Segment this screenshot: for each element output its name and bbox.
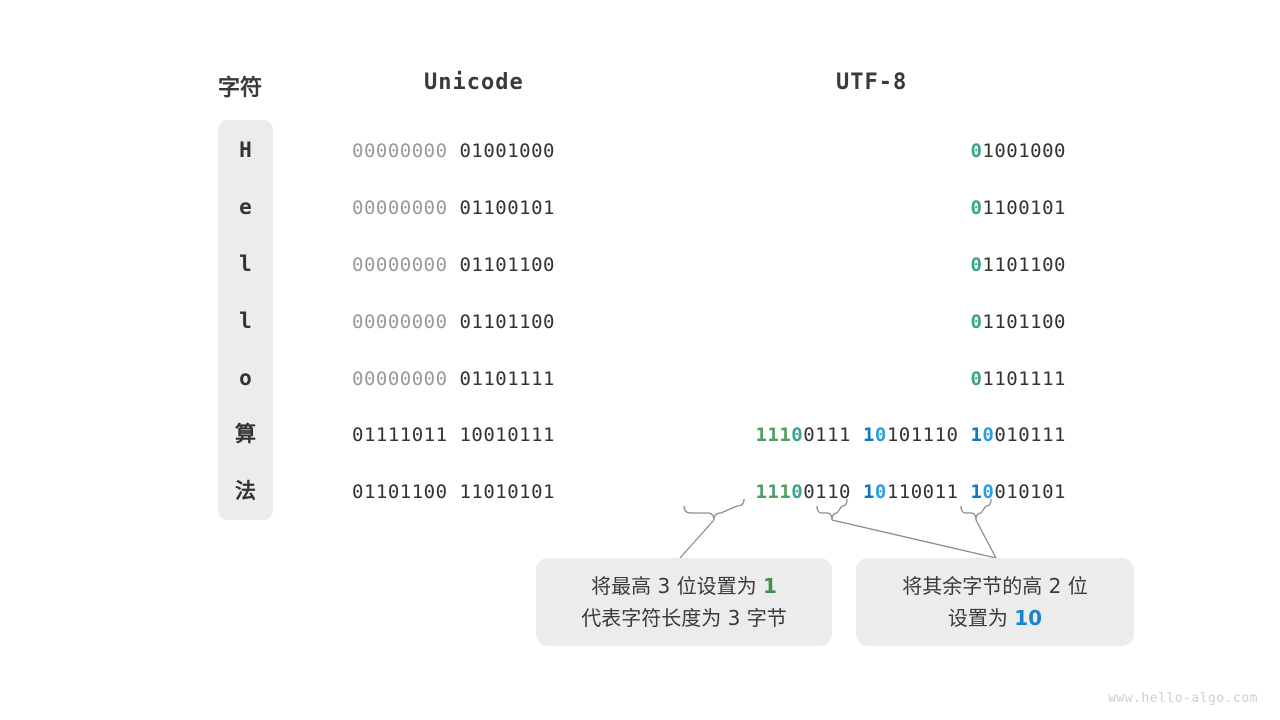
- utf8-continuation-one: 1: [862, 481, 875, 503]
- utf8-payload: 0111: [803, 424, 851, 446]
- unicode-bits: 01101100 11010101: [352, 478, 555, 506]
- unicode-low-byte: 01100101: [459, 197, 555, 219]
- utf8-leading-zero: 0: [970, 311, 983, 333]
- unicode-low-byte: 10010111: [459, 424, 555, 446]
- utf8-continuation-one: 1: [970, 481, 983, 503]
- utf8-continuation-zero: 0: [982, 424, 995, 446]
- column-header-unicode: Unicode: [424, 70, 524, 95]
- unicode-high-byte: 00000000: [352, 254, 448, 276]
- unicode-low-byte: 01101100: [459, 254, 555, 276]
- utf8-leading-zero: 0: [970, 368, 983, 390]
- unicode-high-byte: 00000000: [352, 368, 448, 390]
- utf8-bits: 01100101: [970, 194, 1066, 222]
- utf8-continuation-one: 1: [862, 424, 875, 446]
- utf8-length-terminator: 0: [791, 424, 804, 446]
- character-cell: l: [239, 309, 252, 333]
- unicode-high-byte: 00000000: [352, 197, 448, 219]
- highlight-value: 1: [762, 574, 777, 598]
- utf8-continuation-zero: 0: [874, 424, 887, 446]
- utf8-payload: 101110: [886, 424, 959, 446]
- unicode-high-byte: 00000000: [352, 140, 448, 162]
- utf8-payload: 1101100: [982, 254, 1066, 276]
- column-header-character: 字符: [218, 76, 263, 101]
- utf8-payload: 1001000: [982, 140, 1066, 162]
- utf8-bits: 01101100: [970, 308, 1066, 336]
- utf8-payload: 110011: [886, 481, 959, 503]
- utf8-length-terminator: 0: [791, 481, 804, 503]
- character-cell: 法: [235, 479, 256, 503]
- character-cell: l: [239, 252, 252, 276]
- character-column-capsule: [218, 120, 273, 520]
- utf8-continuation-zero: 0: [982, 481, 995, 503]
- unicode-low-byte: 11010101: [459, 481, 555, 503]
- callout-length-prefix: 将最高 3 位设置为 1 代表字符长度为 3 字节: [536, 558, 832, 646]
- utf8-bits: 11100111 10101110 10010111: [755, 421, 1066, 449]
- character-cell: 算: [235, 422, 256, 446]
- callout-continuation-prefix: 将其余字节的高 2 位 设置为 10: [856, 558, 1134, 646]
- utf8-bits: 01101111: [970, 365, 1066, 393]
- unicode-bits: 00000000 01100101: [352, 194, 555, 222]
- unicode-high-byte: 00000000: [352, 311, 448, 333]
- unicode-high-byte: 01111011: [352, 424, 448, 446]
- utf8-payload: 1101111: [982, 368, 1066, 390]
- watermark: www.hello-algo.com: [1108, 691, 1258, 706]
- unicode-low-byte: 01101111: [459, 368, 555, 390]
- unicode-bits: 00000000 01101100: [352, 251, 555, 279]
- utf8-continuation-zero: 0: [874, 481, 887, 503]
- utf8-payload: 0110: [803, 481, 851, 503]
- unicode-low-byte: 01101100: [459, 311, 555, 333]
- utf8-leading-zero: 0: [970, 197, 983, 219]
- highlight-value: 10: [1014, 606, 1043, 630]
- utf8-payload: 010111: [994, 424, 1066, 446]
- utf8-payload: 010101: [994, 481, 1066, 503]
- utf8-length-marker: 111: [755, 424, 792, 446]
- column-header-utf8: UTF-8: [836, 70, 908, 95]
- utf8-length-marker: 111: [755, 481, 792, 503]
- callout-line: 将最高 3 位设置为 1: [591, 574, 777, 598]
- unicode-bits: 00000000 01101111: [352, 365, 555, 393]
- character-cell: H: [239, 138, 252, 162]
- unicode-bits: 01111011 10010111: [352, 421, 555, 449]
- utf8-bits: 11100110 10110011 10010101: [755, 478, 1066, 506]
- unicode-bits: 00000000 01001000: [352, 137, 555, 165]
- utf8-bits: 01001000: [970, 137, 1066, 165]
- utf8-payload: 1100101: [982, 197, 1066, 219]
- callout-line: 设置为 10: [947, 606, 1043, 630]
- utf8-leading-zero: 0: [970, 254, 983, 276]
- character-cell: o: [239, 366, 252, 390]
- unicode-bits: 00000000 01101100: [352, 308, 555, 336]
- utf8-payload: 1101100: [982, 311, 1066, 333]
- unicode-high-byte: 01101100: [352, 481, 448, 503]
- callout-line: 将其余字节的高 2 位: [902, 574, 1088, 598]
- callout-line: 代表字符长度为 3 字节: [581, 606, 787, 630]
- utf8-bits: 01101100: [970, 251, 1066, 279]
- character-cell: e: [239, 195, 252, 219]
- utf8-leading-zero: 0: [970, 140, 983, 162]
- unicode-low-byte: 01001000: [459, 140, 555, 162]
- utf8-continuation-one: 1: [970, 424, 983, 446]
